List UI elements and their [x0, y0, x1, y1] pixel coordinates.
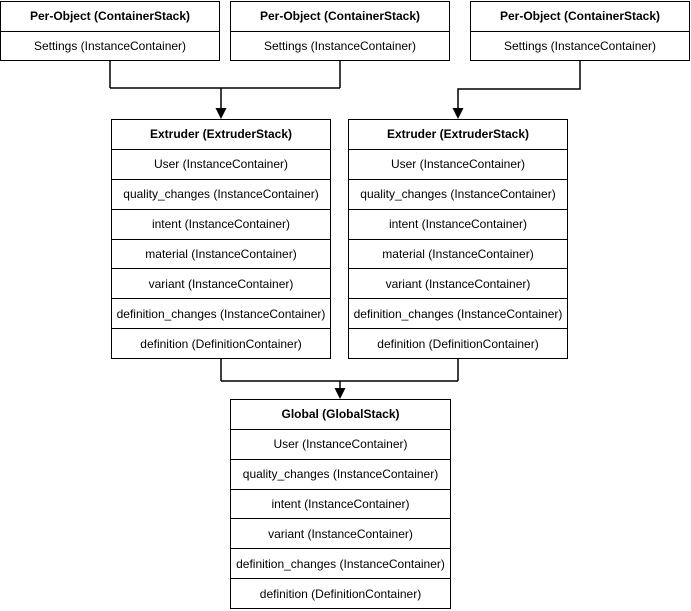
- global-stack-title: Global (GlobalStack): [231, 400, 450, 430]
- per-object-stack-1-title: Per-Object (ContainerStack): [1, 2, 219, 32]
- container-row-settings: Settings (InstanceContainer): [33, 38, 187, 53]
- container-row-user: User (InstanceContainer): [231, 430, 450, 460]
- extruder-stack-1-title: Extruder (ExtruderStack): [112, 120, 330, 150]
- arrowhead-extruder1: [215, 108, 227, 119]
- container-row-variant: variant (InstanceContainer): [112, 269, 330, 300]
- container-row-intent: intent (InstanceContainer): [231, 490, 450, 520]
- container-row-material: material (InstanceContainer): [112, 240, 330, 270]
- container-row-definition-changes: definition_changes (InstanceContainer): [112, 299, 330, 330]
- arrowhead-global: [334, 388, 346, 399]
- edge-perobject3-to-extruder2: [457, 61, 581, 109]
- per-object-stack-2: Per-Object (ContainerStack) Settings (In…: [230, 1, 450, 61]
- container-row-variant: variant (InstanceContainer): [231, 519, 450, 550]
- container-row-definition: definition (DefinitionContainer): [259, 586, 422, 601]
- extruder-stack-2-title: Extruder (ExtruderStack): [349, 120, 567, 150]
- container-row-settings: Settings (InstanceContainer): [263, 38, 417, 53]
- per-object-stack-3: Per-Object (ContainerStack) Settings (In…: [470, 1, 690, 61]
- container-row-definition: definition (DefinitionContainer): [377, 336, 539, 351]
- extruder-stack-2: Extruder (ExtruderStack) User (InstanceC…: [348, 119, 568, 359]
- container-row-variant: variant (InstanceContainer): [349, 269, 567, 300]
- per-object-stack-1: Per-Object (ContainerStack) Settings (In…: [0, 1, 220, 61]
- container-row-quality-changes: quality_changes (InstanceContainer): [112, 180, 330, 210]
- container-row-user: User (InstanceContainer): [112, 150, 330, 180]
- container-row-intent: intent (InstanceContainer): [349, 210, 567, 240]
- container-row-user: User (InstanceContainer): [349, 150, 567, 180]
- container-row-material: material (InstanceContainer): [349, 240, 567, 270]
- container-row-quality-changes: quality_changes (InstanceContainer): [231, 460, 450, 490]
- per-object-stack-2-title: Per-Object (ContainerStack): [231, 2, 449, 32]
- container-row-settings: Settings (InstanceContainer): [503, 38, 657, 53]
- container-row-intent: intent (InstanceContainer): [112, 210, 330, 240]
- container-row-quality-changes: quality_changes (InstanceContainer): [349, 180, 567, 210]
- container-row-definition: definition (DefinitionContainer): [140, 336, 302, 351]
- per-object-stack-3-title: Per-Object (ContainerStack): [471, 2, 689, 32]
- container-row-definition-changes: definition_changes (InstanceContainer): [231, 549, 450, 580]
- global-stack: Global (GlobalStack) User (InstanceConta…: [230, 399, 451, 609]
- container-row-definition-changes: definition_changes (InstanceContainer): [349, 299, 567, 330]
- extruder-stack-1: Extruder (ExtruderStack) User (InstanceC…: [111, 119, 331, 359]
- arrowhead-extruder2: [452, 108, 464, 119]
